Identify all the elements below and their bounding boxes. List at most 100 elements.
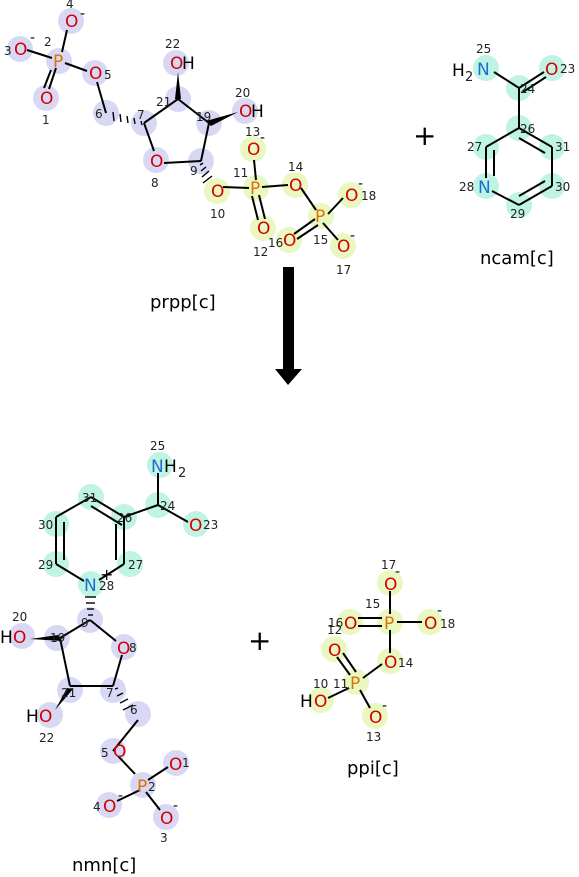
svg-text:2: 2 <box>178 466 186 481</box>
svg-text:23: 23 <box>203 518 218 532</box>
atom-h20: H <box>0 628 13 648</box>
atom-o10: O <box>314 692 327 712</box>
ppi-atom-numbers: 17 15 16 12 18 14 10 11 13 <box>313 558 455 744</box>
svg-text:25: 25 <box>150 439 165 453</box>
ncam-molecule: H 2 N O N 25 23 24 26 27 31 28 30 29 nca… <box>452 42 575 269</box>
atom-n25: N <box>477 60 490 80</box>
atom-o10: O <box>211 182 224 202</box>
svg-text:7: 7 <box>137 108 145 122</box>
ncam-bonds <box>485 71 553 206</box>
svg-text:15: 15 <box>313 233 328 247</box>
svg-text:13: 13 <box>245 125 260 139</box>
svg-text:27: 27 <box>128 558 143 572</box>
hash-bond-7-6 <box>114 687 134 711</box>
atom-n28: N <box>478 178 491 198</box>
svg-text:16: 16 <box>268 236 283 250</box>
hash-bond-9-10 <box>199 162 213 184</box>
svg-text:20: 20 <box>235 86 250 100</box>
ppi-bonds <box>327 591 422 709</box>
svg-text:-: - <box>30 30 35 46</box>
ncam-atom-numbers: 25 23 24 26 27 31 28 30 29 <box>459 42 575 221</box>
nmn-bonds <box>30 473 189 811</box>
atom-p2: P <box>137 777 147 797</box>
svg-text:26: 26 <box>520 122 535 136</box>
ppi-charges: - - - <box>382 564 442 714</box>
svg-text:23: 23 <box>560 62 575 76</box>
atom-p11: P <box>250 179 260 199</box>
svg-text:2: 2 <box>148 780 156 794</box>
svg-text:21: 21 <box>61 686 76 700</box>
svg-text:28: 28 <box>459 180 474 194</box>
svg-text:3: 3 <box>160 831 168 845</box>
svg-text:-: - <box>382 698 387 714</box>
ppi-highlights <box>308 570 443 729</box>
atom-o1: O <box>169 755 182 775</box>
svg-text:31: 31 <box>555 140 570 154</box>
svg-text:-: - <box>437 603 442 619</box>
atom-h22: H <box>182 54 195 74</box>
hash-bond-9-28 <box>85 596 96 616</box>
hash-bond-7-6 <box>112 111 143 126</box>
atom-n25: N <box>151 457 164 477</box>
atom-h10: H <box>300 692 313 712</box>
svg-text:30: 30 <box>555 180 570 194</box>
atom-o13: O <box>369 708 382 728</box>
nmn-atoms: N H 2 O N O H O H O O P O O O <box>0 457 202 829</box>
svg-text:8: 8 <box>129 641 137 655</box>
svg-text:30: 30 <box>38 518 53 532</box>
svg-text:1: 1 <box>42 113 50 127</box>
svg-text:10: 10 <box>210 207 225 221</box>
ncam-label: ncam[c] <box>480 248 554 269</box>
svg-text:18: 18 <box>361 189 376 203</box>
prpp-atom-numbers: 3 2 1 4 5 6 7 8 9 10 11 12 13 14 15 16 1… <box>4 0 376 277</box>
atom-o3: O <box>14 40 27 60</box>
svg-text:24: 24 <box>160 499 175 513</box>
svg-text:9: 9 <box>81 616 89 630</box>
svg-text:16: 16 <box>328 616 343 630</box>
atom-o20: O <box>13 628 26 648</box>
ppi-molecule: O P O O O O P H O O - - - 17 15 16 12 18… <box>300 558 455 779</box>
svg-text:9: 9 <box>190 164 198 178</box>
svg-text:-: - <box>80 6 85 22</box>
svg-text:-: - <box>173 798 178 814</box>
svg-text:6: 6 <box>95 107 103 121</box>
svg-text:25: 25 <box>476 42 491 56</box>
atom-o20: O <box>239 102 252 122</box>
svg-text:11: 11 <box>333 677 348 691</box>
atom-h20: H <box>251 102 264 122</box>
svg-text:4: 4 <box>93 800 101 814</box>
svg-text:12: 12 <box>327 623 342 637</box>
atom-o4: O <box>103 797 116 817</box>
svg-text:19: 19 <box>196 110 211 124</box>
nmn-charges: + - - <box>100 565 178 814</box>
atom-o1: O <box>40 89 53 109</box>
atom-o22: O <box>39 707 52 727</box>
atom-o3: O <box>160 809 173 829</box>
svg-text:12: 12 <box>253 245 268 259</box>
atom-o12: O <box>257 219 270 239</box>
atom-o16: O <box>283 231 296 251</box>
atom-o12: O <box>328 641 341 661</box>
svg-text:11: 11 <box>233 166 248 180</box>
atom-o8: O <box>117 639 130 659</box>
prpp-molecule: O P O O O O H O H O O P O O O P O O O - … <box>4 0 376 313</box>
atom-p15: P <box>315 207 325 227</box>
svg-text:14: 14 <box>398 656 413 670</box>
ppi-atoms: O P O O O O P H O O <box>300 575 437 728</box>
ncam-atoms: H 2 N O N <box>452 60 558 198</box>
svg-text:6: 6 <box>130 703 138 717</box>
prpp-charges: - - - - - <box>30 6 363 244</box>
svg-text:14: 14 <box>288 160 303 174</box>
svg-text:2: 2 <box>465 70 473 85</box>
svg-text:17: 17 <box>336 263 351 277</box>
svg-text:31: 31 <box>82 491 97 505</box>
atom-o23: O <box>545 60 558 80</box>
svg-text:26: 26 <box>117 511 132 525</box>
svg-text:22: 22 <box>165 37 180 51</box>
svg-text:19: 19 <box>50 631 65 645</box>
atom-o17: O <box>384 575 397 595</box>
svg-text:29: 29 <box>510 207 525 221</box>
svg-text:+: + <box>100 565 113 584</box>
atom-o4: O <box>65 12 78 32</box>
